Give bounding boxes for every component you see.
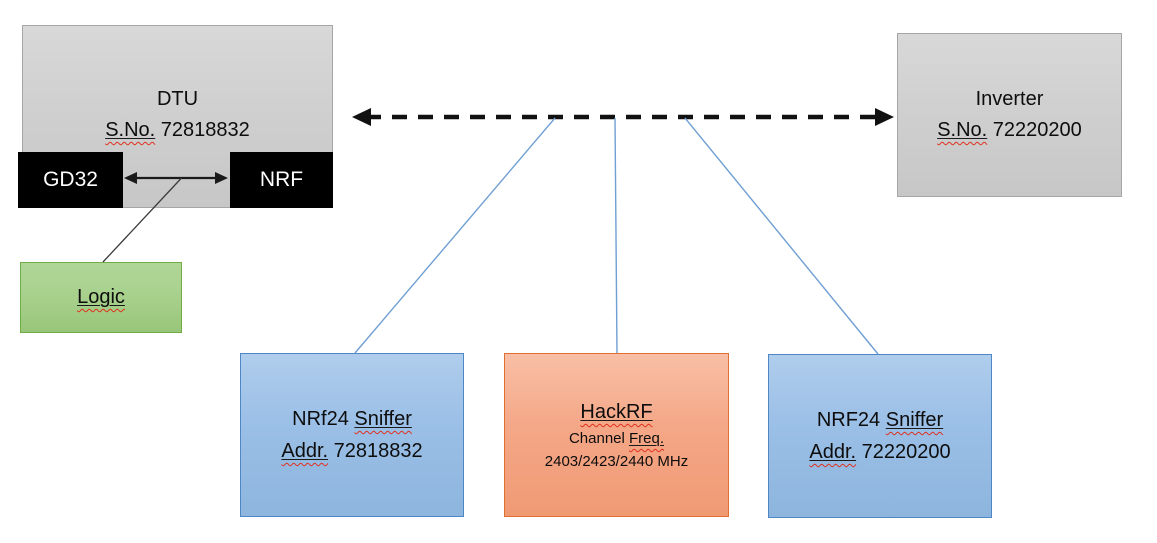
dtu-serial-number: 72818832	[160, 119, 250, 141]
rf-link-arrowhead-right	[875, 108, 894, 126]
hackrf-tap-line	[614, 117, 618, 354]
inverter-box: Inverter S.No. 72220200	[897, 33, 1122, 197]
sniffer-right-tap-line	[684, 117, 879, 355]
rf-link-arrowhead-left	[352, 108, 371, 126]
nrf24-sniffer-right-box: NRF24 Sniffer Addr. 72220200	[768, 354, 992, 518]
hackrf-frequencies: 2403/2423/2440 MHz	[544, 453, 689, 470]
dtu-serial-label: S.No.	[105, 119, 156, 141]
sniffer-left-tap-line	[354, 117, 556, 354]
sniffer-left-address: Addr. 72818832	[281, 440, 423, 462]
hackrf-box: HackRF Channel Freq. 2403/2423/2440 MHz	[504, 353, 729, 517]
dtu-serial: S.No. 72818832	[23, 115, 332, 146]
nrf24-sniffer-left-box: NRf24 Sniffer Addr. 72818832	[240, 353, 464, 517]
inverter-serial: S.No. 72220200	[937, 115, 1082, 146]
hackrf-channel-freq-label: Channel Freq.	[568, 430, 665, 447]
logic-label: Logic	[77, 286, 125, 308]
sniffer-right-title: NRF24 Sniffer	[816, 409, 944, 431]
sniffer-left-title: NRf24 Sniffer	[292, 408, 412, 430]
inverter-serial-number: 72220200	[992, 119, 1082, 141]
dtu-title: DTU	[156, 88, 199, 110]
nrf-chip: NRF	[230, 152, 333, 208]
logic-analyzer-box: Logic	[20, 262, 182, 333]
inverter-serial-label: S.No.	[937, 119, 988, 141]
gd32-chip-label: GD32	[43, 168, 98, 191]
nrf-chip-label: NRF	[259, 168, 304, 191]
hackrf-title: HackRF	[580, 401, 653, 423]
sniffer-right-address: Addr. 72220200	[809, 441, 951, 463]
gd32-chip: GD32	[18, 152, 123, 208]
inverter-title: Inverter	[975, 88, 1044, 110]
